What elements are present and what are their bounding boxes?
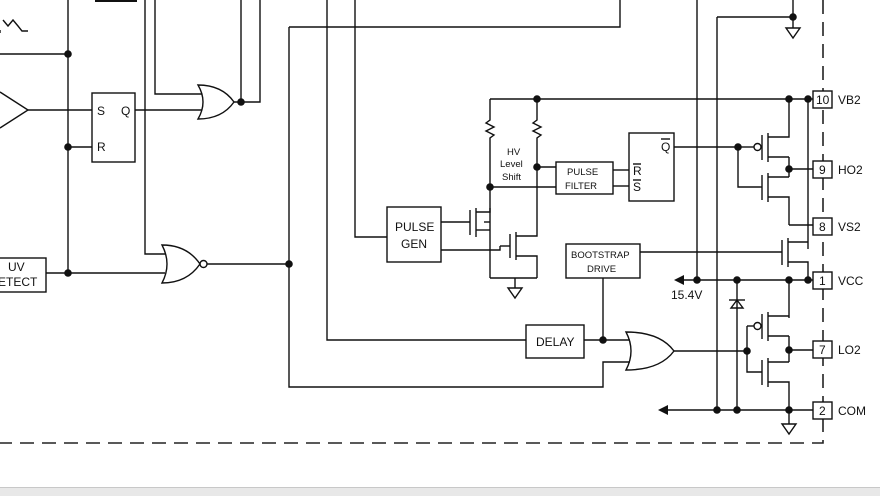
left-bus-wires [0, 0, 165, 277]
bootstrap-line1: BOOTSTRAP [571, 250, 630, 261]
hv-shift-line1: HV [507, 147, 521, 158]
pulse-filter-line1: PULSE [567, 167, 598, 178]
pulse-gen-block: PULSE GEN [386, 206, 501, 263]
rs-latch-s-label: S [633, 180, 641, 194]
pin-10: 10 VB2 [812, 90, 861, 109]
hv-level-shift: HV Level Shift [469, 95, 808, 300]
pin-2-name: COM [838, 404, 866, 418]
vcc-regulator-label: 15.4V [671, 288, 702, 302]
sr-latch-r-label: R [97, 140, 106, 154]
high-side-output-stage [753, 95, 813, 249]
or-gate-top [135, 0, 261, 120]
sr-latch-q-label: Q [121, 104, 130, 118]
pulse-filter-line2: FILTER [565, 181, 597, 192]
pin-1: 1 VCC [812, 271, 864, 290]
pin-8-number: 8 [819, 220, 826, 234]
uv-detect-block: UV ETECT [0, 257, 47, 293]
sr-latch-s-label: S [97, 104, 105, 118]
ic-boundary [0, 0, 824, 444]
rs-latch-block: R S Q [628, 132, 760, 202]
hv-shift-line2: Level [500, 159, 523, 170]
pin-7-number: 7 [819, 343, 826, 357]
input-buffer-triangle [0, 91, 92, 129]
pin-2-number: 2 [819, 404, 826, 418]
or-gate-output [624, 331, 751, 371]
pin-1-number: 1 [819, 274, 826, 288]
vcc-rail: 15.4V [671, 275, 813, 410]
pulse-gen-line2: GEN [401, 237, 427, 251]
pulse-filter-block: PULSE FILTER [555, 161, 629, 195]
nor-gate [144, 0, 289, 284]
pin-8-name: VS2 [838, 220, 861, 234]
bootstrap-drive-block: BOOTSTRAP DRIVE [565, 238, 809, 344]
com-rail [658, 0, 813, 436]
pin-9-name: HO2 [838, 163, 863, 177]
pin-10-number: 10 [816, 93, 830, 107]
pin-2: 2 COM [812, 401, 866, 420]
low-side-output-stage [746, 312, 813, 410]
hv-shift-line3: Shift [502, 172, 521, 183]
sr-latch-block: S Q R [91, 92, 136, 163]
viewer-bottom-edge [0, 487, 880, 496]
rs-latch-r-label: R [633, 164, 642, 178]
pin-1-name: VCC [838, 274, 864, 288]
signal-routing-wires [285, 0, 630, 388]
bootstrap-line2: DRIVE [587, 264, 616, 275]
pin-7-name: LO2 [838, 343, 861, 357]
delay-block: DELAY [525, 324, 630, 359]
pin-10-name: VB2 [838, 93, 861, 107]
pin-9: 9 HO2 [812, 160, 863, 179]
top-left-fragments [0, 0, 137, 33]
uv-detect-line2: ETECT [0, 275, 38, 289]
rs-latch-qbar-label: Q [661, 140, 670, 154]
pulse-gen-line1: PULSE [395, 220, 434, 234]
pin-9-number: 9 [819, 163, 826, 177]
uv-detect-line1: UV [8, 260, 25, 274]
pin-7: 7 LO2 [812, 340, 861, 359]
pin-8: 8 VS2 [812, 217, 861, 236]
delay-label: DELAY [536, 335, 574, 349]
